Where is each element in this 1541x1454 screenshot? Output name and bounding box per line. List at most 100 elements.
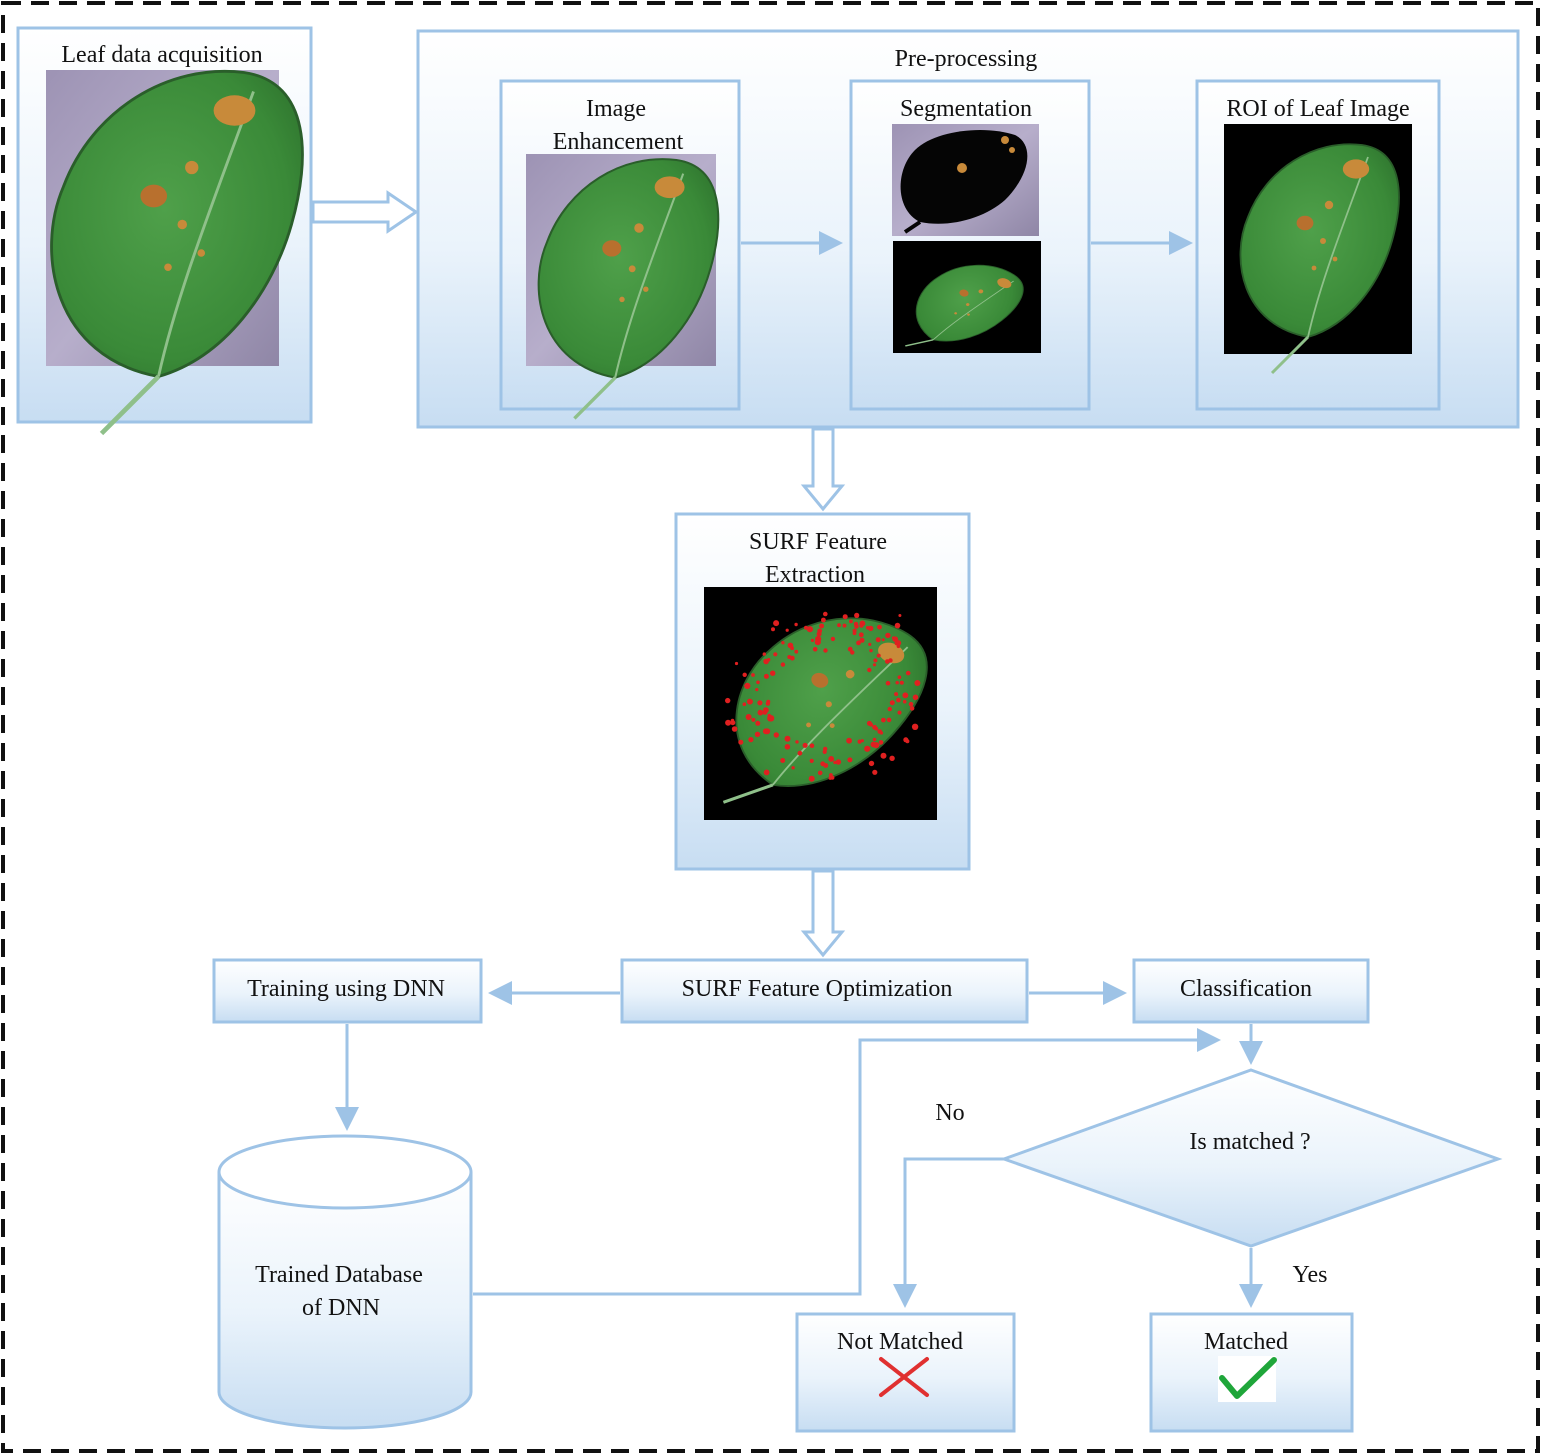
surf-keypoint [781,641,785,645]
surf-keypoint [864,745,871,752]
surf-keypoint [830,636,836,642]
decision-no-label: No [935,1100,964,1126]
surf-keypoint [820,761,826,767]
arrow-surf-to-optimization [800,869,846,958]
surf-keypoint [757,709,764,716]
surf-keypoint [755,688,759,692]
surf-keypoint [742,702,747,706]
surf-keypoint [762,728,769,735]
training-box: Training using DNN [212,958,483,1024]
surf-keypoint [854,624,859,629]
not-matched-box: Not Matched [795,1312,1016,1433]
surf-keypoint [881,717,886,723]
arrow-acquisition-to-preprocessing [311,190,419,234]
surf-keypoint [784,735,791,742]
surf-keypoint [886,717,892,723]
surf-keypoint [847,646,853,652]
surf-keypoint [896,644,901,649]
surf-keypoint [877,624,882,630]
surf-keypoint [794,622,798,627]
surf-optimization-box: SURF Feature Optimization [620,958,1029,1024]
surf-keypoint [817,770,823,776]
surf-keypoint [819,623,825,629]
acquisition-leaf-image [46,70,302,434]
surf-keypoint [856,640,861,646]
surf-keypoint [912,694,919,701]
preprocessing-title: Pre-processing [895,46,1038,72]
surf-keypoint [897,710,902,715]
surf-keypoint [734,661,739,666]
surf-keypoint [909,706,915,711]
enhancement-title-line2: Enhancement [553,129,684,155]
surf-keypoint [785,628,789,632]
surf-keypoint [738,739,744,745]
classification-box: Classification [1132,958,1370,1024]
surf-keypoint [897,675,902,679]
surf-keypoint [765,701,771,706]
surf-keypoint [859,637,865,643]
surf-keypoint [868,625,874,632]
surf-keypoint [895,681,899,685]
surf-keypoint [830,775,835,780]
enhancement-title-line1: Image [586,96,646,122]
surf-keypoint [742,672,747,677]
surf-keypoint [914,680,921,686]
surf-keypoint [888,658,893,663]
surf-keypoint [885,680,891,686]
surf-keypoint [842,614,848,620]
arrow-preprocessing-to-surf [800,427,846,512]
matched-box: Matched [1149,1312,1354,1433]
segmentation-leaf-image [888,241,1041,377]
arrow-decision-no [893,1157,1004,1308]
surf-keypoint [873,658,878,663]
surf-keypoint [846,737,852,744]
surf-keypoint [754,731,761,737]
surf-extraction-box: SURF Feature Extraction [674,512,971,871]
surf-keypoint [872,737,877,742]
database-title-line1: Trained Database [255,1262,423,1288]
surf-keypoint [748,737,754,743]
roi-leaf-image [1224,124,1412,375]
surf-keypoint [763,769,770,776]
surf-keypoint [745,714,752,720]
surf-keypoint [889,755,895,761]
surf-keypoint [751,673,755,677]
surf-keypoint [872,663,877,667]
cross-icon [879,1357,929,1397]
surf-keypoint [894,692,899,697]
surf-keypoint [730,718,735,723]
surf-extraction-title-line2: Extraction [765,562,865,588]
surf-keypoint [725,697,731,704]
segmentation-mask-image [892,124,1039,236]
surf-keypoint [806,626,814,633]
surf-keypoint [887,706,892,712]
surf-keypoint [885,632,891,639]
acquisition-box: Leaf data acquisition [16,26,313,434]
surf-keypoint [869,722,873,727]
database-title-line2: of DNN [302,1295,380,1321]
surf-keypoint [812,647,818,652]
surf-keypoint [791,766,795,770]
surf-keypoint [773,732,779,738]
surf-keypoint [870,741,877,748]
surf-keypoint [823,611,828,617]
surf-keypoint [904,693,909,698]
surf-keypoint [731,726,738,732]
classification-title: Classification [1180,976,1312,1002]
surf-keypoint [725,719,732,726]
surf-keypoint [763,673,769,679]
surf-keypoint [795,740,799,744]
surf-keypoint [762,710,768,715]
surf-keypoint [808,775,815,782]
arrow-database-to-decision [473,1028,1221,1296]
surf-keypoint [853,630,857,634]
surf-keypoint [847,757,853,763]
matched-title: Matched [1204,1329,1288,1355]
surf-keypoint [880,752,887,759]
surf-keypoint [908,701,914,707]
surf-keypoint [757,700,763,706]
roi-title: ROI of Leaf Image [1226,96,1409,122]
trained-database-cylinder: Trained Database of DNN [217,1134,473,1430]
surf-keypoint [833,760,837,765]
